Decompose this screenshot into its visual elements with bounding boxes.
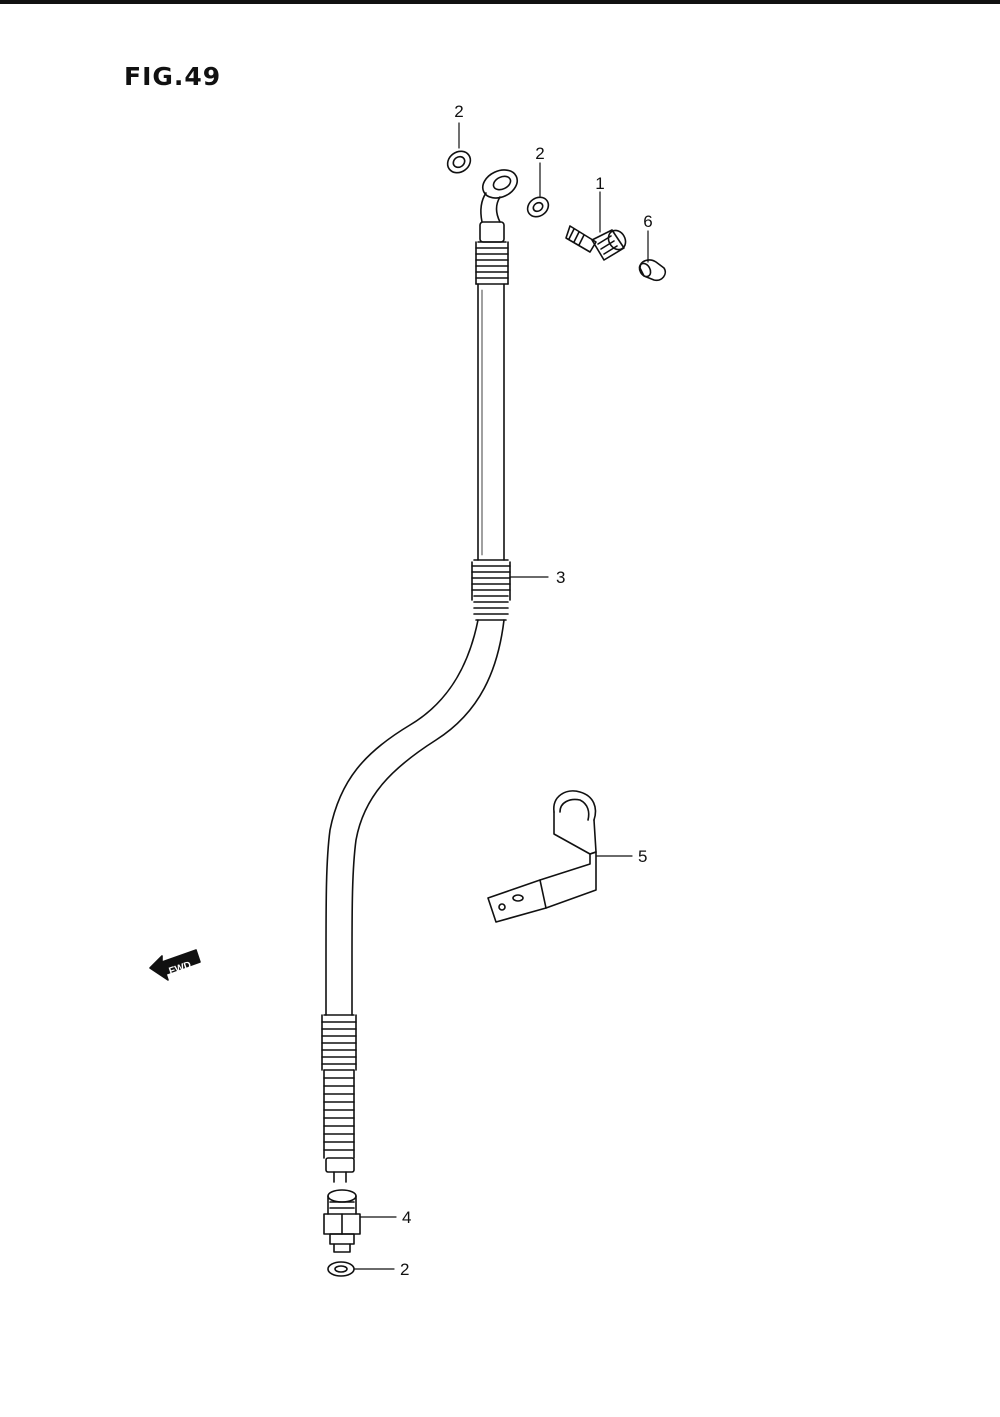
union-bolt (565, 225, 627, 261)
washer-top-left (446, 150, 472, 174)
top-border (0, 0, 1000, 4)
callout-washer-bottom: 2 (400, 1260, 409, 1279)
callout-cap: 6 (643, 212, 652, 231)
callout-washer-top-right: 2 (535, 144, 544, 163)
union-fitting (323, 1189, 361, 1253)
brake-hose (321, 169, 519, 1183)
leader-lines (353, 122, 649, 1270)
cap (638, 259, 667, 282)
callout-union-bolt: 1 (595, 174, 604, 193)
callout-hose-clamp: 5 (638, 847, 647, 866)
hose-clamp (487, 790, 597, 923)
fwd-arrow-icon: FWD (149, 949, 201, 981)
callout-union-fitting: 4 (402, 1208, 411, 1227)
washer-bottom (327, 1261, 355, 1277)
callout-brake-hose: 3 (556, 568, 565, 587)
callout-washer-top-left: 2 (454, 102, 463, 121)
washer-top-right (526, 196, 550, 218)
figure-title: FIG.49 (124, 62, 222, 91)
